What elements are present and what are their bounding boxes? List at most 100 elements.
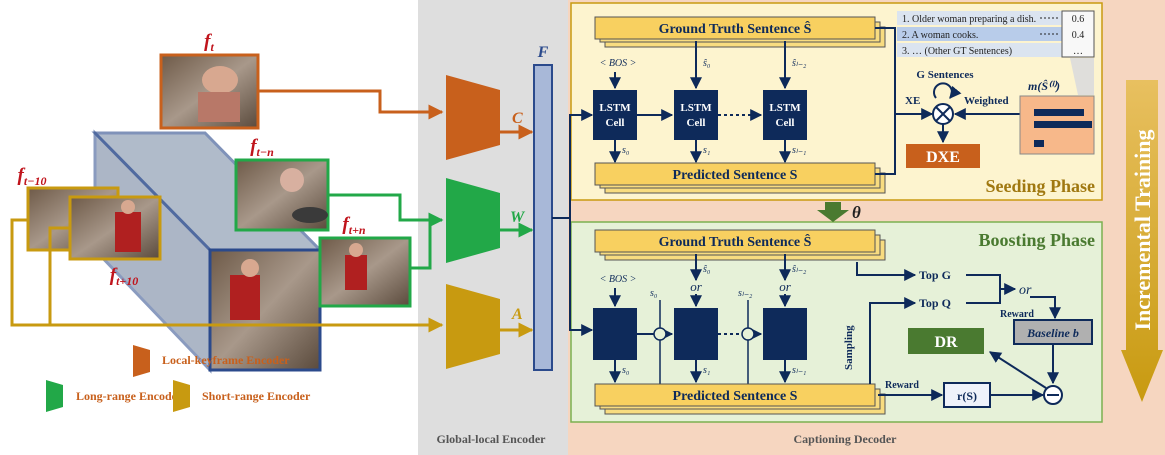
svg-text:< BOS >: < BOS > <box>600 274 637 285</box>
svg-text:ŝₗ₋₂: ŝₗ₋₂ <box>792 264 807 275</box>
baseline-label: Baseline b <box>1026 326 1079 340</box>
theta-label: θ <box>852 203 861 222</box>
svg-text:sₗ₋₁: sₗ₋₁ <box>792 365 806 376</box>
global-local-encoder-title: Global-local Encoder <box>437 432 547 446</box>
or-label: or <box>1019 283 1032 298</box>
svg-text:2. A woman cooks.: 2. A woman cooks. <box>902 30 978 41</box>
svg-text:or: or <box>779 279 792 294</box>
svg-text:s₀: s₀ <box>622 145 630 156</box>
svg-text:LSTM: LSTM <box>599 102 631 114</box>
svg-text:ŝ₀: ŝ₀ <box>703 58 711 69</box>
incremental-training-label: Incremental Training <box>1130 129 1155 330</box>
dxe-box <box>906 144 980 168</box>
dxe-label: DXE <box>926 149 960 166</box>
svg-text:LSTM: LSTM <box>680 102 712 114</box>
reward-rs-label: r(S) <box>957 389 977 403</box>
theta-arrow <box>817 202 849 222</box>
svg-text:ft−n: ft−n <box>250 136 274 159</box>
global-feature-bar <box>533 64 553 371</box>
top-q-label: Top Q <box>919 296 951 310</box>
short-range-encoder <box>446 284 500 369</box>
svg-text:…: … <box>1073 46 1083 57</box>
svg-text:Cell: Cell <box>606 117 625 129</box>
svg-text:or: or <box>690 279 703 294</box>
frame-ft-label: ft <box>204 31 214 54</box>
svg-text:sₗ₋₂: sₗ₋₂ <box>738 288 753 299</box>
svg-text:Cell: Cell <box>776 117 795 129</box>
svg-text:0.4: 0.4 <box>1072 30 1085 41</box>
boosting-gt-sentence-stack <box>594 229 886 261</box>
captioning-decoder-title: Captioning Decoder <box>794 432 898 446</box>
feature-f-label: F <box>537 44 549 61</box>
short-path-arrow-1 <box>10 218 444 333</box>
svg-text:ŝ₀: ŝ₀ <box>703 264 711 275</box>
legend-local-swatch <box>133 345 150 377</box>
reward-label-1: Reward <box>1000 309 1034 320</box>
seeding-pred-sentence-label: Predicted Sentence S <box>673 168 798 183</box>
g-sentences-loop <box>933 82 962 99</box>
boosting-phase-title: Boosting Phase <box>978 230 1095 250</box>
legend-local-label: Local-keyframe Encoder <box>162 353 290 367</box>
seeding-lstm-cell-2: LSTM Cell <box>674 90 718 140</box>
reward-rs-box <box>943 382 991 408</box>
dr-box <box>908 328 984 354</box>
seeding-lstm-cell-1: LSTM Cell <box>593 90 637 140</box>
choice-node-1 <box>653 327 667 341</box>
seeding-pred-sentence-stack <box>594 162 886 194</box>
boosting-gt-sentence-label: Ground Truth Sentence Ŝ <box>659 233 812 250</box>
weighted-label: Weighted <box>964 95 1009 107</box>
seeding-bos-label: < BOS > <box>600 58 637 69</box>
boosting-lstm-cell-2 <box>674 308 718 360</box>
boosting-lstm-cell-3 <box>763 308 807 360</box>
dr-label: DR <box>934 334 958 351</box>
svg-text:1. Older woman preparing a dis: 1. Older woman preparing a dish. <box>902 14 1036 25</box>
xe-label: XE <box>905 95 920 107</box>
choice-node-2 <box>741 327 755 341</box>
svg-text:ft−10: ft−10 <box>18 165 47 188</box>
frame-ft-plus-10 <box>68 195 162 261</box>
local-path-arrow <box>258 89 444 120</box>
svg-text:3. … (Other GT Sentences): 3. … (Other GT Sentences) <box>902 46 1012 57</box>
svg-text:s₀: s₀ <box>650 288 658 299</box>
seeding-gt-sentence-label: Ground Truth Sentence Ŝ <box>659 20 812 37</box>
short-path-arrow-2 <box>48 226 70 325</box>
svg-text:sₗ₋₁: sₗ₋₁ <box>792 145 806 156</box>
m-weight-label: m(Ŝ⁽ⁱ⁾) <box>1028 79 1060 93</box>
svg-text:s₁: s₁ <box>703 145 710 156</box>
top-g-label: Top G <box>919 268 951 282</box>
svg-text:Cell: Cell <box>687 117 706 129</box>
svg-text:ŝₗ₋₂: ŝₗ₋₂ <box>792 58 807 69</box>
boosting-lstm-cell-1 <box>593 308 637 360</box>
encoder-c-label: C <box>512 110 523 127</box>
gt-sentence-list: 1. Older woman preparing a dish. 2. A wo… <box>897 10 1095 58</box>
legend-short-label: Short-range Encoder <box>202 389 311 403</box>
local-keyframe-encoder <box>446 75 500 160</box>
weight-bar-chart <box>1019 95 1095 155</box>
frame-ft-plus-n <box>318 236 412 308</box>
seeding-gt-sentence-stack <box>594 16 886 48</box>
long-path-arrow-1 <box>328 193 444 228</box>
reward-label-2: Reward <box>885 380 919 391</box>
frame-ft <box>159 53 260 130</box>
svg-text:s₀: s₀ <box>622 365 630 376</box>
svg-text:0.6: 0.6 <box>1072 14 1085 25</box>
legend-short-swatch <box>173 380 190 412</box>
svg-text:LSTM: LSTM <box>769 102 801 114</box>
encoder-a-label: A <box>511 306 523 323</box>
long-range-encoder <box>446 178 500 263</box>
boosting-pred-sentence-label: Predicted Sentence S <box>673 389 798 404</box>
seeding-lstm-cell-3: LSTM Cell <box>763 90 807 140</box>
incremental-training-arrow <box>1121 80 1163 402</box>
sampling-label: Sampling <box>843 325 855 370</box>
svg-text:s₁: s₁ <box>703 365 710 376</box>
frame-ft-minus-n <box>234 158 330 232</box>
legend-long-swatch <box>46 380 63 412</box>
seeding-phase-title: Seeding Phase <box>985 176 1095 196</box>
g-sentences-label: G Sentences <box>916 69 974 81</box>
encoder-w-label: W <box>510 209 526 226</box>
svg-text:ft+10: ft+10 <box>110 265 139 288</box>
legend-long-label: Long-range Encoder <box>76 389 183 403</box>
long-path-arrow-2 <box>410 220 432 270</box>
svg-text:ft+n: ft+n <box>342 214 366 237</box>
